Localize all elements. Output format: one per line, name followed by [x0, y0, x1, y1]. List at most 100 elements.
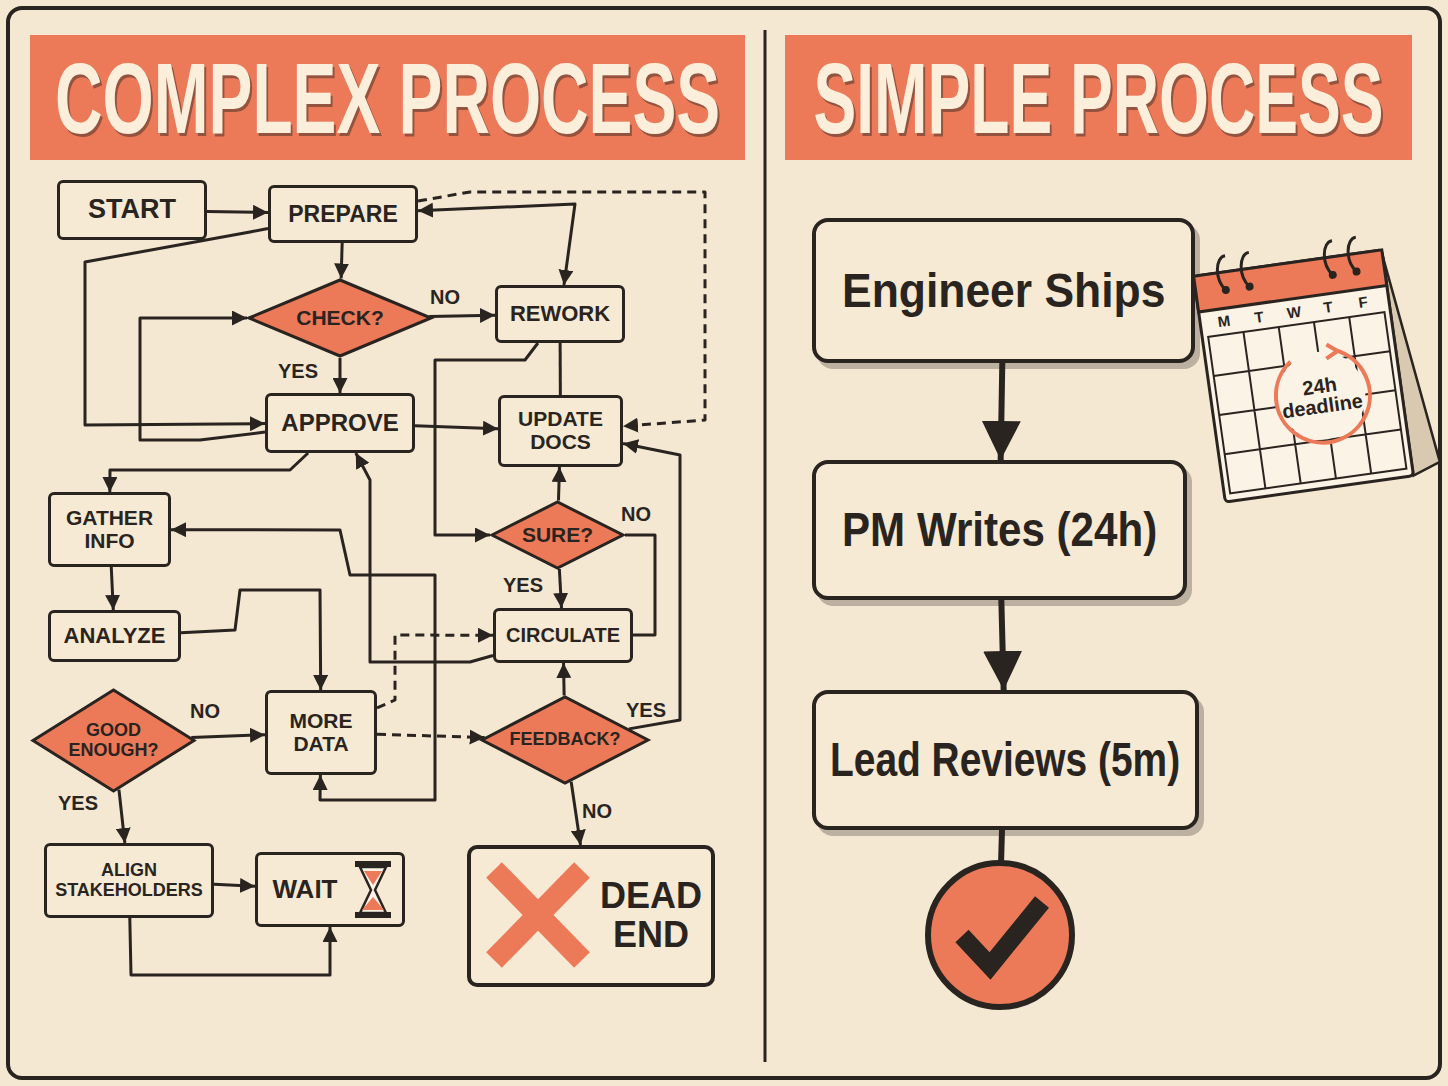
diamond-shape [249, 280, 431, 356]
node-label: PREPARE [288, 202, 398, 227]
panel-divider [764, 30, 767, 1062]
connector-arrow [341, 243, 342, 278]
connector-arrow [571, 782, 580, 845]
hourglass-icon [355, 861, 391, 918]
connector-arrow [85, 229, 268, 425]
step-box: PM Writes (24h) [812, 460, 1187, 600]
leader-line [1001, 830, 1002, 864]
calendar-label: T [1317, 298, 1339, 316]
connector-arrow [623, 444, 680, 729]
edge-label: NO [430, 286, 460, 309]
hourglass-sand [362, 897, 384, 910]
process-box: REWORK [495, 285, 625, 343]
diamond-shape [33, 690, 194, 791]
calendar-label: 24h deadline [1269, 369, 1374, 423]
ring-hole [1221, 285, 1230, 294]
edge-label: NO [621, 503, 651, 526]
process-box: UPDATE DOCS [498, 395, 623, 467]
process-panel: COMPLEX PROCESSSTARTPREPARECHECK?REWORKA… [20, 25, 760, 1070]
connector-arrow [377, 734, 485, 737]
decision-diamond: SURE? [490, 500, 625, 570]
panel-heading: SIMPLE PROCESS [813, 44, 1383, 152]
connector-arrow [140, 318, 265, 440]
node-label: Engineer Ships [842, 265, 1165, 317]
edge-label: YES [58, 792, 98, 815]
node-label: PM Writes (24h) [842, 504, 1157, 556]
decision-diamond: GOOD ENOUGH? [31, 688, 196, 793]
connector-arrow [119, 790, 125, 843]
connector-arrow [559, 343, 562, 395]
check-mark [962, 902, 1042, 966]
connector-arrow [1001, 600, 1003, 690]
calendar-stand [1383, 252, 1442, 476]
node-label: WAIT [273, 875, 338, 903]
connector-arrow [339, 358, 342, 393]
calendar-label: M [1213, 313, 1235, 331]
connector-arrow [559, 569, 561, 608]
connector-arrow [181, 590, 321, 690]
connector-arrow [207, 211, 268, 212]
calendar-icon [1191, 230, 1441, 502]
diamond-shape [492, 502, 623, 568]
connector-arrow [191, 735, 265, 738]
connector-arrow [557, 467, 561, 501]
node-label: FEEDBACK? [510, 730, 621, 749]
connector-arrow [171, 530, 435, 800]
node-label: Lead Reviews (5m) [830, 734, 1180, 786]
node-label: MORE DATA [274, 710, 369, 755]
process-box: GATHER INFO [48, 492, 171, 567]
process-box: PREPARE [268, 185, 418, 243]
process-box: MORE DATA [265, 690, 377, 775]
node-label: GOOD ENOUGH? [64, 721, 164, 760]
node-label: APPROVE [281, 410, 398, 436]
node-label: ANALYZE [64, 624, 166, 648]
deadline-circle [1324, 343, 1338, 359]
ring-wire [1215, 237, 1360, 290]
connector-arrow [562, 663, 566, 695]
outer-border [8, 8, 1440, 1078]
hourglass-glass [360, 867, 386, 913]
node-label: GATHER INFO [55, 507, 165, 552]
node-label: START [88, 195, 176, 224]
calendar-label: F [1352, 293, 1374, 311]
hourglass-cap [355, 861, 391, 867]
edge-label: NO [190, 700, 220, 723]
connector-arrow [415, 426, 498, 429]
calendar-grid [1208, 312, 1406, 493]
calendar-grid [1208, 312, 1406, 493]
node-label: DEAD END [594, 877, 709, 955]
edge-label: NO [582, 800, 612, 823]
calendar-rings [1215, 237, 1361, 294]
ring-hole [1245, 282, 1254, 291]
connector-arrow [418, 192, 705, 426]
decision-diamond: CHECK? [247, 278, 433, 358]
connector-arrow [356, 453, 493, 662]
process-box: WAIT [255, 852, 405, 927]
header-band: SIMPLE PROCESS [785, 35, 1412, 160]
edge-label: YES [503, 574, 543, 597]
calendar-header [1194, 250, 1387, 312]
step-box: Engineer Ships [812, 218, 1195, 363]
calendar-label: W [1283, 303, 1305, 321]
edge-label: YES [278, 360, 318, 383]
calendar-label: T [1248, 308, 1270, 326]
calendar-body [1194, 250, 1414, 502]
edge-label: YES [626, 699, 666, 722]
node-label: CHECK? [296, 307, 384, 330]
process-box: CIRCULATE [493, 608, 633, 663]
node-label: ALIGN STAKEHOLDERS [49, 861, 209, 900]
hourglass-cap [355, 912, 391, 918]
dead-end-box: DEAD END [467, 845, 715, 987]
node-label: REWORK [510, 302, 610, 326]
process-box: ANALYZE [48, 610, 181, 662]
node-label: CIRCULATE [506, 625, 620, 647]
connector-arrow [110, 453, 308, 492]
dead-end-cross [494, 870, 582, 960]
connector-arrow [1001, 363, 1003, 460]
done-circle [928, 863, 1072, 1007]
process-box: APPROVE [265, 393, 415, 453]
